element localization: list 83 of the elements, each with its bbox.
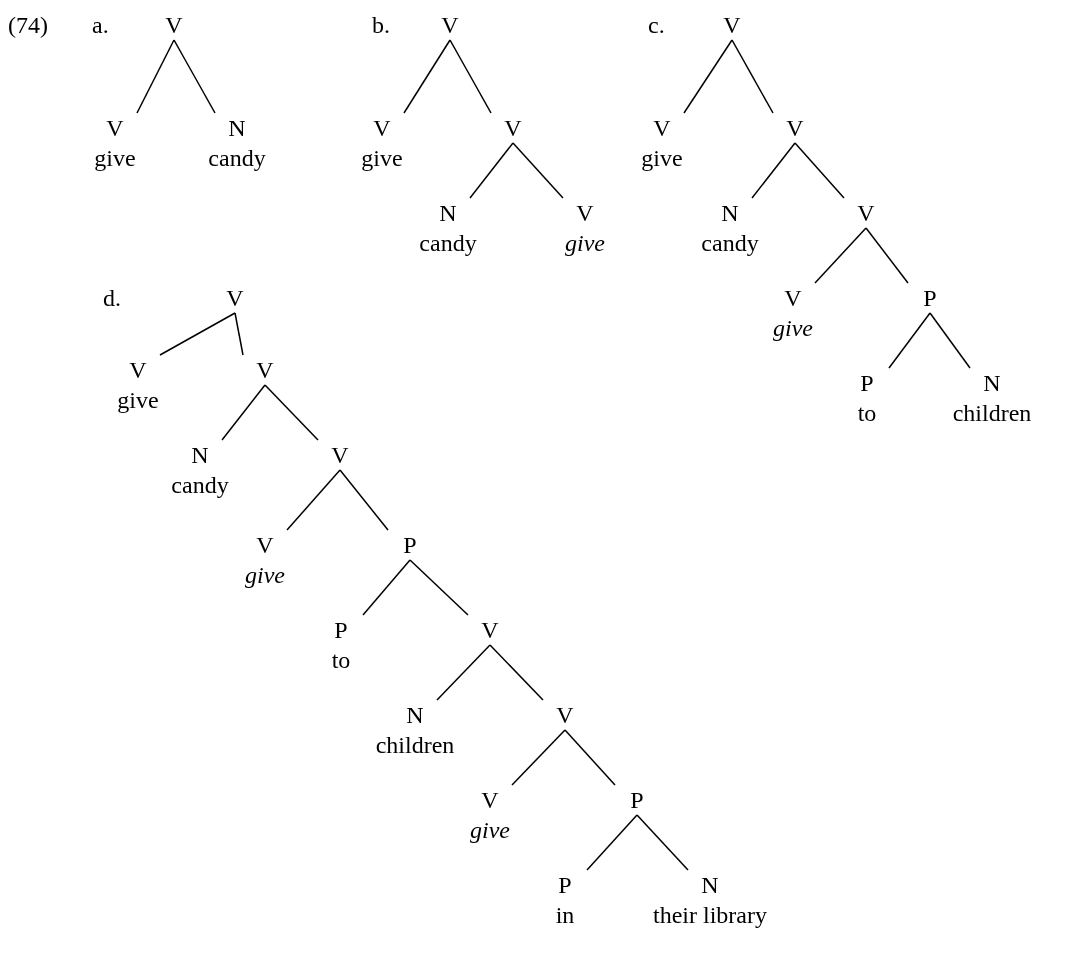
branch-line xyxy=(264,384,319,441)
branch-line xyxy=(339,469,389,531)
category-label: V xyxy=(441,11,459,40)
branch-line xyxy=(586,814,638,871)
word-label: in xyxy=(555,901,575,930)
category-label: V xyxy=(165,11,183,40)
branch-line xyxy=(234,312,244,356)
word-label: give xyxy=(94,144,136,173)
word-label: give xyxy=(773,314,813,343)
branch-line xyxy=(489,644,544,701)
category-label: N xyxy=(439,199,457,228)
branch-line xyxy=(469,142,514,199)
category-label: V xyxy=(481,786,499,815)
branch-line xyxy=(136,39,175,114)
category-label: N xyxy=(983,369,1001,398)
word-label: to xyxy=(857,399,877,428)
category-label: N xyxy=(191,441,209,470)
category-label: P xyxy=(860,369,874,398)
branch-line xyxy=(362,559,411,616)
category-label: V xyxy=(331,441,349,470)
category-label: V xyxy=(106,114,124,143)
branch-line xyxy=(159,312,236,356)
category-label: V xyxy=(504,114,522,143)
branch-line xyxy=(888,312,931,369)
category-label: N xyxy=(406,701,424,730)
branch-line xyxy=(512,142,564,199)
category-label: V xyxy=(784,284,802,313)
subfigure-letter: d. xyxy=(103,284,121,313)
category-label: V xyxy=(373,114,391,143)
subfigure-letter: b. xyxy=(372,11,390,40)
category-label: N xyxy=(721,199,739,228)
category-label: V xyxy=(857,199,875,228)
category-label: V xyxy=(256,356,274,385)
category-label: N xyxy=(701,871,719,900)
subfigure-letter: c. xyxy=(648,11,665,40)
branch-line xyxy=(683,39,733,114)
example-number: (74) xyxy=(8,11,48,40)
word-label: give xyxy=(470,816,510,845)
category-label: P xyxy=(923,284,937,313)
branch-line xyxy=(173,39,216,114)
word-label: give xyxy=(565,229,605,258)
branch-line xyxy=(731,39,774,114)
word-label: give xyxy=(245,561,285,590)
word-label: to xyxy=(331,646,351,675)
branch-line xyxy=(286,469,341,531)
branch-line xyxy=(409,559,469,616)
category-label: P xyxy=(334,616,348,645)
category-label: V xyxy=(556,701,574,730)
word-label: candy xyxy=(701,229,759,258)
branch-line xyxy=(221,384,266,441)
category-label: V xyxy=(226,284,244,313)
word-label: their library xyxy=(653,901,767,930)
category-label: V xyxy=(786,114,804,143)
category-label: V xyxy=(129,356,147,385)
word-label: give xyxy=(641,144,683,173)
branch-line xyxy=(403,39,451,114)
branch-line xyxy=(636,814,689,871)
word-label: children xyxy=(375,731,455,760)
branch-line xyxy=(751,142,796,199)
category-label: N xyxy=(228,114,246,143)
branch-line xyxy=(564,729,616,786)
subfigure-letter: a. xyxy=(92,11,109,40)
branch-line xyxy=(794,142,845,199)
category-label: P xyxy=(630,786,644,815)
word-label: candy xyxy=(171,471,229,500)
word-label: give xyxy=(361,144,403,173)
category-label: P xyxy=(558,871,572,900)
category-label: V xyxy=(653,114,671,143)
branch-line xyxy=(865,227,909,284)
word-label: candy xyxy=(419,229,477,258)
branch-line xyxy=(511,729,566,786)
word-label: candy xyxy=(208,144,266,173)
category-label: V xyxy=(723,11,741,40)
category-label: V xyxy=(481,616,499,645)
branch-line xyxy=(929,312,971,369)
category-label: P xyxy=(403,531,417,560)
word-label: give xyxy=(117,386,159,415)
category-label: V xyxy=(576,199,594,228)
branch-line xyxy=(436,644,491,701)
category-label: V xyxy=(256,531,274,560)
branch-line xyxy=(814,227,867,284)
word-label: children xyxy=(952,399,1032,428)
branch-line xyxy=(449,39,492,114)
